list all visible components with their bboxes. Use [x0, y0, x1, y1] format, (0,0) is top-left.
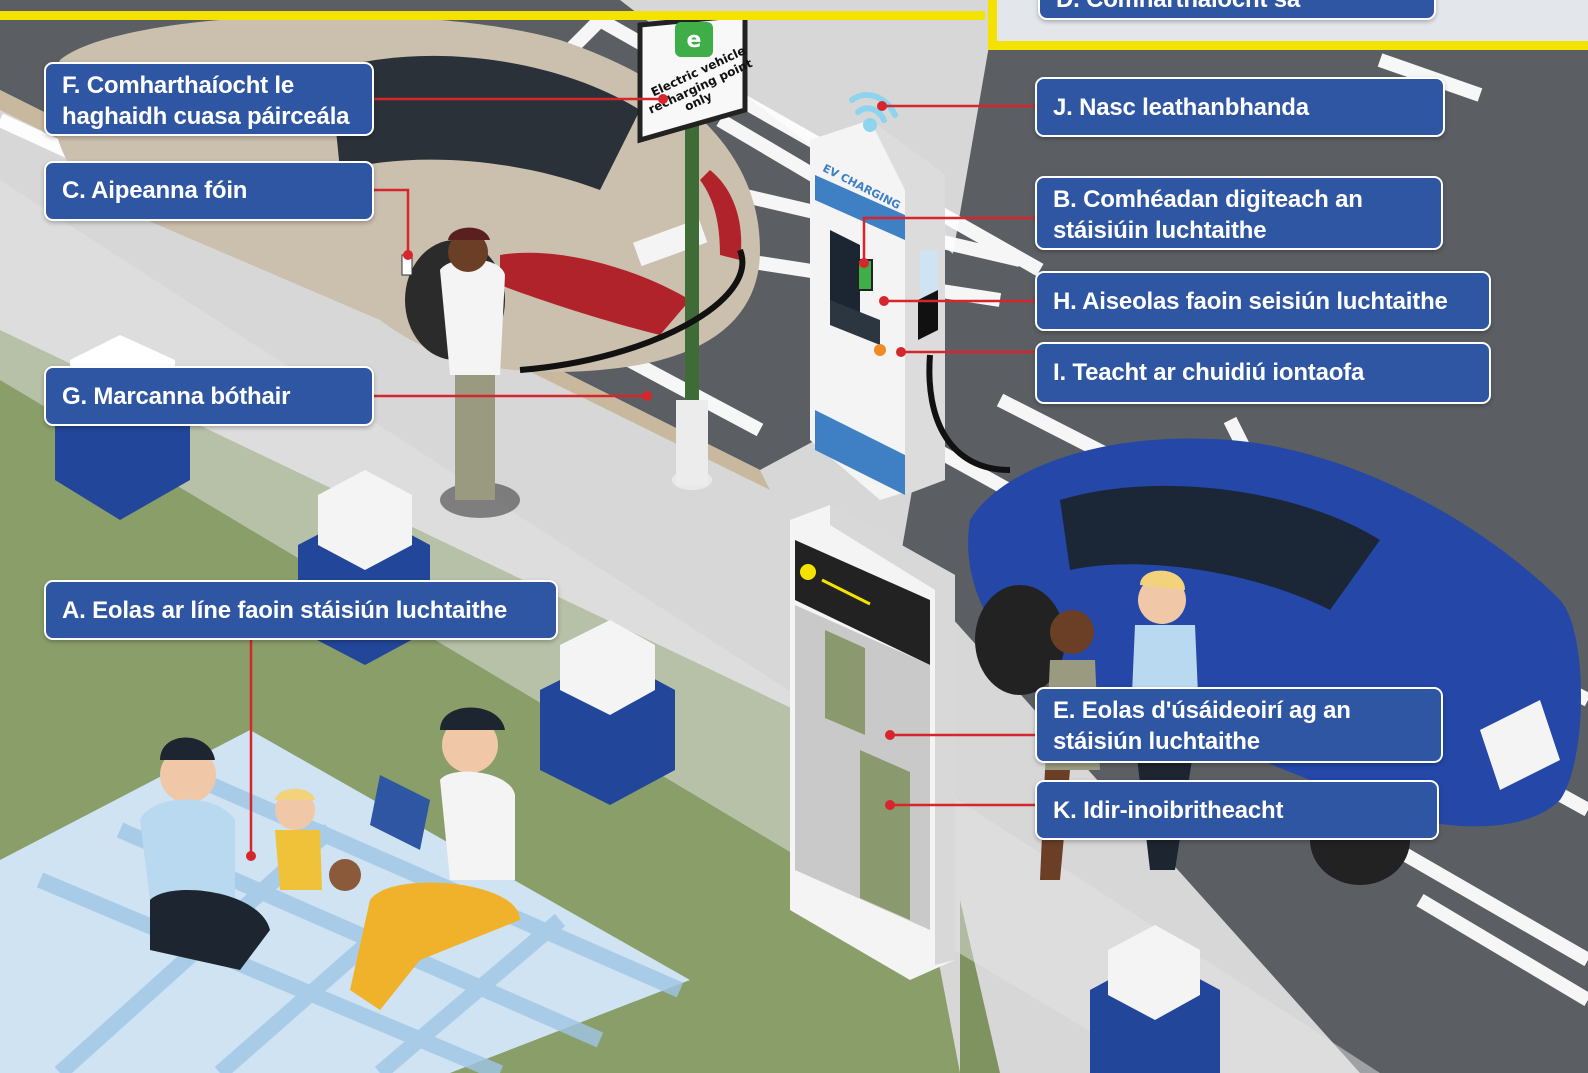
leader-lines — [249, 97, 1037, 856]
label-d-partial: D. Comharthaíocht sa — [1038, 0, 1436, 20]
label-i-reliable-help: I. Teacht ar chuidiú iontaofa — [1035, 342, 1491, 404]
parking-sign: e Electric vehicle recharging point only — [637, 12, 755, 490]
wifi-icon — [849, 92, 898, 132]
label-h-session-feedback: H. Aiseolas faoin seisiún luchtaithe — [1035, 271, 1491, 331]
label-e-user-info: E. Eolas d'úsáideoirí ag an stáisiún luc… — [1035, 687, 1443, 763]
bollard-4 — [1090, 925, 1220, 1073]
label-j-broadband: J. Nasc leathanbhanda — [1035, 77, 1445, 137]
person-with-phone — [401, 227, 520, 518]
top-left-panel-frame — [0, 0, 985, 20]
svg-text:e: e — [687, 28, 702, 53]
label-f-parking-bay-signage: F. Comharthaíocht le haghaidh cuasa páir… — [44, 62, 374, 136]
leader-dots — [246, 94, 906, 861]
label-k-interoperability: K. Idir-inoibritheacht — [1035, 780, 1439, 840]
charging-station: EV CHARGING — [519, 120, 1011, 500]
family-picnic — [140, 707, 520, 1010]
label-c-phone-apps: C. Aipeanna fóin — [44, 161, 374, 221]
label-b-digital-interface: B. Comhéadan digiteach an stáisiúin luch… — [1035, 176, 1443, 250]
bollard-3 — [540, 620, 675, 805]
label-a-online-info: A. Eolas ar líne faoin stáisiún luchtait… — [44, 580, 558, 640]
info-totem — [790, 505, 955, 980]
label-g-road-markings: G. Marcanna bóthair — [44, 366, 374, 426]
